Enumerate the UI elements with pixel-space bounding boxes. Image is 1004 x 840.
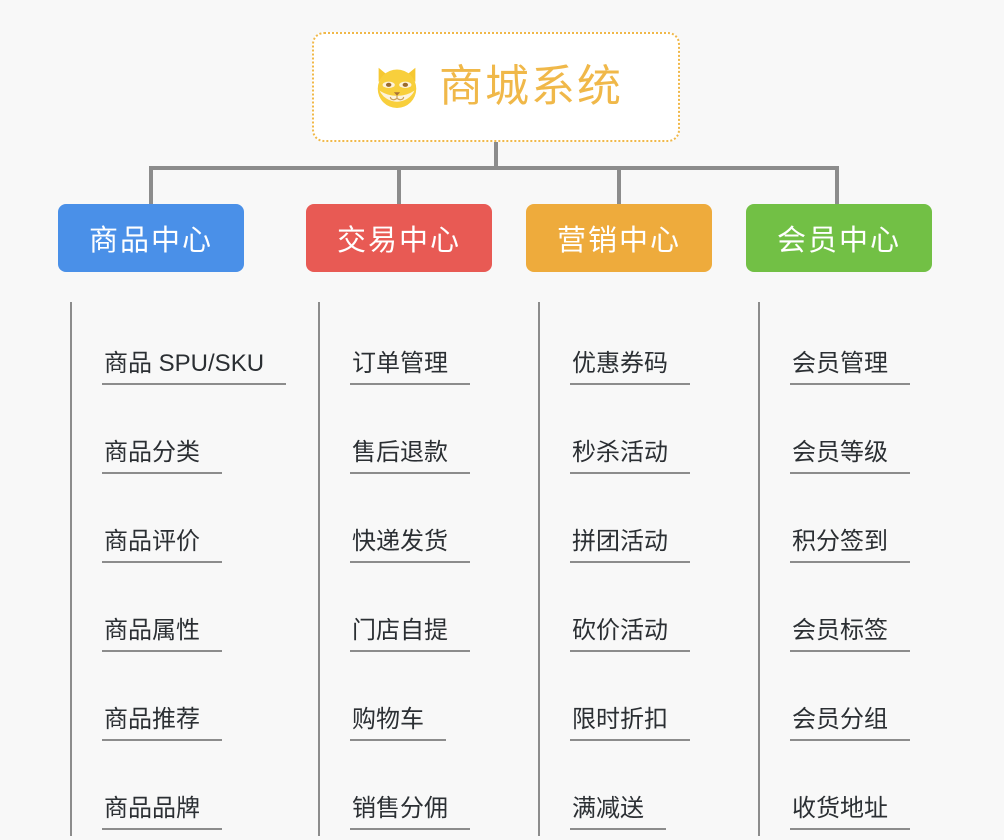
- column-header-member-center[interactable]: 会员中心: [746, 204, 932, 272]
- list-item-label: 售后退款: [350, 439, 470, 474]
- list-item[interactable]: 收货地址: [760, 747, 932, 836]
- column-header-transaction-center[interactable]: 交易中心: [306, 204, 492, 272]
- list-item[interactable]: 商品属性: [72, 569, 244, 658]
- list-item-label: 商品品牌: [102, 795, 222, 830]
- list-item[interactable]: 会员管理: [760, 302, 932, 391]
- list-item[interactable]: 秒杀活动: [540, 391, 712, 480]
- column-header-label: 商品中心: [88, 225, 213, 257]
- list-item[interactable]: 购物车: [320, 658, 492, 747]
- column-items-product-center: 商品 SPU/SKU 商品分类 商品评价 商品属性 商品推荐 商品品牌: [70, 302, 287, 836]
- list-item-label: 商品评价: [102, 528, 222, 563]
- list-item-label: 商品推荐: [102, 706, 222, 741]
- list-item-label: 订单管理: [350, 350, 470, 385]
- list-item-label: 优惠券码: [570, 350, 690, 385]
- root-node[interactable]: 商城系统: [312, 32, 680, 142]
- list-item-label: 积分签到: [790, 528, 910, 563]
- list-item[interactable]: 满减送: [540, 747, 712, 836]
- list-item[interactable]: 会员标签: [760, 569, 932, 658]
- column-product-center: 商品中心 商品 SPU/SKU 商品分类 商品评价 商品属性 商品推荐 商品品牌: [58, 204, 287, 836]
- list-item[interactable]: 会员等级: [760, 391, 932, 480]
- list-item[interactable]: 订单管理: [320, 302, 492, 391]
- list-item-label: 会员分组: [790, 706, 910, 741]
- list-item[interactable]: 商品品牌: [72, 747, 244, 836]
- list-item[interactable]: 商品评价: [72, 480, 244, 569]
- column-transaction-center: 交易中心 订单管理 售后退款 快递发货 门店自提 购物车 销售分佣: [306, 204, 492, 836]
- list-item-label: 拼团活动: [570, 528, 690, 563]
- column-header-marketing-center[interactable]: 营销中心: [526, 204, 712, 272]
- column-items-transaction-center: 订单管理 售后退款 快递发货 门店自提 购物车 销售分佣: [318, 302, 492, 836]
- list-item-label: 限时折扣: [570, 706, 690, 741]
- list-item[interactable]: 拼团活动: [540, 480, 712, 569]
- list-item[interactable]: 销售分佣: [320, 747, 492, 836]
- column-header-product-center[interactable]: 商品中心: [58, 204, 244, 272]
- list-item[interactable]: 积分签到: [760, 480, 932, 569]
- list-item-label: 商品属性: [102, 617, 222, 652]
- column-header-label: 营销中心: [556, 225, 681, 257]
- list-item-label: 秒杀活动: [570, 439, 690, 474]
- column-header-label: 会员中心: [776, 225, 901, 257]
- list-item[interactable]: 商品 SPU/SKU: [72, 302, 287, 391]
- list-item-label: 商品分类: [102, 439, 222, 474]
- list-item[interactable]: 砍价活动: [540, 569, 712, 658]
- list-item[interactable]: 售后退款: [320, 391, 492, 480]
- list-item[interactable]: 快递发货: [320, 480, 492, 569]
- list-item[interactable]: 商品分类: [72, 391, 244, 480]
- list-item-label: 收货地址: [790, 795, 910, 830]
- list-item[interactable]: 会员分组: [760, 658, 932, 747]
- column-items-member-center: 会员管理 会员等级 积分签到 会员标签 会员分组 收货地址: [758, 302, 932, 836]
- list-item-label: 砍价活动: [570, 617, 690, 652]
- list-item-label: 商品 SPU/SKU: [102, 350, 287, 385]
- list-item-label: 满减送: [570, 795, 666, 830]
- column-member-center: 会员中心 会员管理 会员等级 积分签到 会员标签 会员分组 收货地址: [746, 204, 932, 836]
- list-item-label: 门店自提: [350, 617, 470, 652]
- column-header-label: 交易中心: [336, 225, 461, 257]
- list-item[interactable]: 优惠券码: [540, 302, 712, 391]
- list-item-label: 会员标签: [790, 617, 910, 652]
- column-items-marketing-center: 优惠券码 秒杀活动 拼团活动 砍价活动 限时折扣 满减送: [538, 302, 712, 836]
- list-item[interactable]: 限时折扣: [540, 658, 712, 747]
- list-item-label: 销售分佣: [350, 795, 470, 830]
- list-item-label: 会员管理: [790, 350, 910, 385]
- column-marketing-center: 营销中心 优惠券码 秒杀活动 拼团活动 砍价活动 限时折扣 满减送: [526, 204, 712, 836]
- list-item-label: 购物车: [350, 706, 446, 741]
- list-item-label: 会员等级: [790, 439, 910, 474]
- list-item[interactable]: 门店自提: [320, 569, 492, 658]
- list-item-label: 快递发货: [350, 528, 470, 563]
- root-title: 商城系统: [439, 62, 623, 111]
- list-item[interactable]: 商品推荐: [72, 658, 244, 747]
- shiba-dog-face-icon: [377, 67, 417, 108]
